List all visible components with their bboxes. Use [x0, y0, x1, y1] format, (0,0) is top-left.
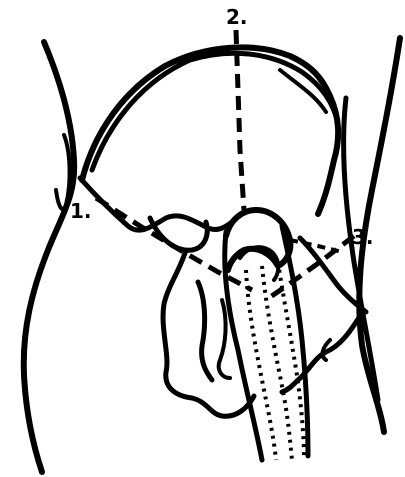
dotted-canal-left — [246, 270, 276, 460]
jaw-inner-line — [198, 282, 212, 380]
projection-spur — [290, 240, 342, 252]
left-inner-contour — [56, 135, 70, 209]
mandible-contour — [163, 250, 254, 416]
vertebra-head — [226, 210, 290, 270]
left-outer-contour — [24, 42, 74, 472]
skull-vault-inner — [92, 53, 338, 170]
label-three: 3. — [352, 225, 374, 249]
label-one: 1. — [70, 199, 92, 223]
projection-line-2 — [236, 30, 244, 210]
label-two: 2. — [226, 5, 248, 29]
